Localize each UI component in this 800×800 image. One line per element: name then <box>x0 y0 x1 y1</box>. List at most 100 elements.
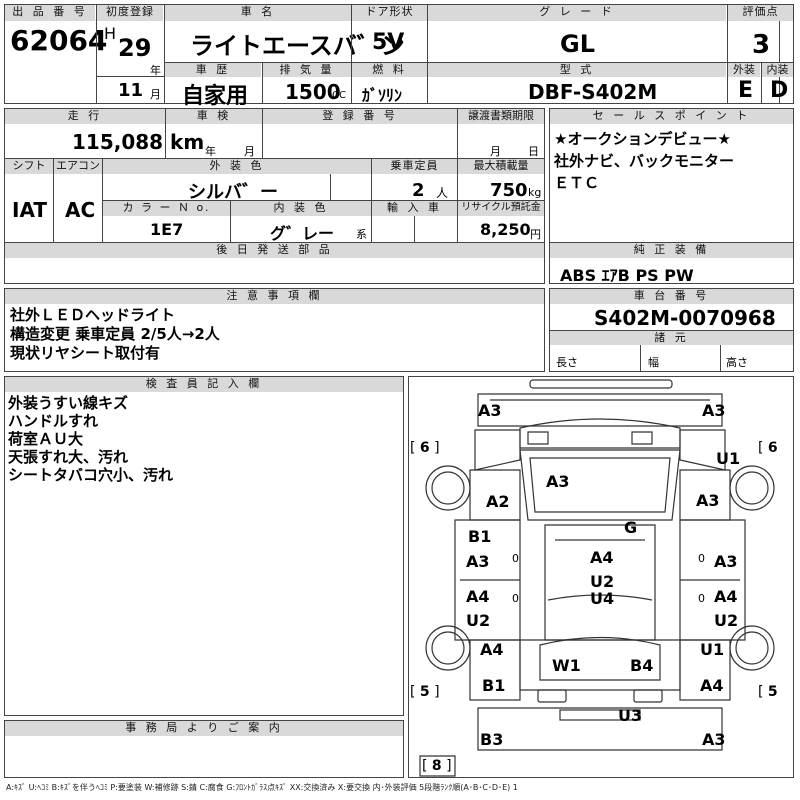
capacity-value: 2 <box>412 180 425 201</box>
color-no-label: カ ラ ー Ｎ o. <box>103 201 230 216</box>
vehicle-info-block <box>4 108 545 284</box>
mileage-label: 走 行 <box>5 109 165 124</box>
inspection-year: 年 <box>205 145 216 158</box>
reg-month: 11 <box>118 80 144 101</box>
spec-width: 幅 <box>648 356 659 369</box>
damage-code: U2 <box>590 572 615 591</box>
model-value: DBF-S402M <box>528 80 658 104</box>
inspector-line: 天張すれ大、汚れ <box>8 448 129 466</box>
spec-length: 長さ <box>556 356 578 369</box>
notes-block <box>4 288 545 372</box>
interior-value: D <box>770 78 789 103</box>
chassis-label: 車 台 番 号 <box>550 289 793 304</box>
inspector-line: 外装うすい線キズ <box>8 394 129 412</box>
exterior-value: E <box>738 78 754 103</box>
doc-day: 日 <box>528 145 539 158</box>
lot-label: 出 品 番 号 <box>5 5 95 21</box>
tire-fr-value: 6 <box>767 440 778 456</box>
int-color-label: 内 装 色 <box>231 201 371 216</box>
ext-color-label: 外 装 色 <box>103 159 371 174</box>
max-load-value: 750 <box>490 180 528 201</box>
inspector-line: 荷室ＡＵ大 <box>8 430 84 448</box>
inspection-label: 車 検 <box>166 109 262 124</box>
damage-code: U2 <box>466 611 491 630</box>
damage-code: U1 <box>700 640 725 659</box>
office-label: 事 務 局 よ り ご 案 内 <box>5 721 403 736</box>
damage-code: W1 <box>552 656 581 675</box>
notes-text: 社外ＬＥＤヘッドライト 構造変更 乗車定員 2/5人→2人 現状リヤシート取付有 <box>10 306 220 363</box>
damage-code: B1 <box>468 527 492 546</box>
recycle-label: リサイクル預託金 <box>458 201 544 216</box>
model-label: 型 式 <box>428 63 726 77</box>
damage-code: A4 <box>700 676 724 695</box>
history-value: 自家用 <box>182 84 249 109</box>
spare-tire-value: 8 <box>431 758 442 774</box>
damage-code: A4 <box>590 548 614 567</box>
tire-rl-value: 5 <box>419 684 430 700</box>
office-block <box>4 720 404 778</box>
doc-deadline-label: 譲渡書類期限 <box>458 109 544 124</box>
reg-year: 29 <box>118 34 152 62</box>
equipment-label: 純 正 装 備 <box>550 243 793 258</box>
displacement-value: 1500 <box>285 80 341 104</box>
fuel-label: 燃 料 <box>352 63 427 77</box>
damage-code: A3 <box>696 491 720 510</box>
damage-code: G <box>624 518 638 537</box>
reg-no-label: 登 録 番 号 <box>263 109 457 124</box>
sales-points-label: セ ー ル ス ポ イ ン ト <box>550 109 793 124</box>
damage-code: A3 <box>546 472 570 491</box>
int-color-suffix: 系 <box>356 228 367 241</box>
notes-label: 注 意 事 項 欄 <box>5 289 544 304</box>
spec-label: 諸 元 <box>550 331 793 345</box>
car-name-label: 車 名 <box>165 5 351 21</box>
damage-code: U3 <box>618 706 643 725</box>
max-load-label: 最大積載量 <box>458 159 544 174</box>
damage-code: B1 <box>482 676 506 695</box>
grade-label: グ レ ー ド <box>428 5 726 21</box>
damage-code: A3 <box>714 552 738 571</box>
sales-point-line: ＥＴＣ <box>554 174 600 192</box>
score-label: 評価点 <box>728 5 793 21</box>
interior-label: 内装 <box>762 63 793 77</box>
damage-code: A3 <box>702 401 726 420</box>
ext-color-value: シルバ゛ー <box>188 182 278 203</box>
inspector-line: シートタバコ穴小、汚れ <box>8 466 174 484</box>
year-unit: 年 <box>150 64 161 77</box>
tire-rr-bracket: [ 5 <box>758 684 778 700</box>
damage-code: A3 <box>478 401 502 420</box>
spec-height: 高さ <box>726 356 748 369</box>
score-block <box>727 4 794 104</box>
damage-code: A4 <box>466 587 490 606</box>
note-line: 現状リヤシート取付有 <box>10 344 161 362</box>
spare-tire-bracket: [ 8 ] <box>422 758 452 774</box>
shift-label: シフト <box>5 159 53 174</box>
fuel-value: ｶﾞｿﾘﾝ <box>362 86 403 105</box>
damage-code: A3 <box>702 730 726 749</box>
inspection-month: 月 <box>244 145 255 158</box>
tire-fl-value: 6 <box>419 440 430 456</box>
recycle-unit: 円 <box>530 228 541 241</box>
legend-text: A:ｷｽﾞ U:ﾍｺﾐ B:ｷｽﾞを伴うﾍｺﾐ P:要塗装 W:補修跡 S:錆 … <box>6 783 518 792</box>
first-reg-label: 初度登録 <box>97 5 163 21</box>
capacity-label: 乗車定員 <box>372 159 457 174</box>
tire-rr-value: 5 <box>767 684 778 700</box>
doc-month: 月 <box>490 145 501 158</box>
import-label: 輸 入 車 <box>372 201 457 216</box>
inspector-text: 外装うすい線キズ ハンドルすれ 荷室ＡＵ大 天張すれ大、汚れ シートタバコ穴小、… <box>8 394 173 484</box>
header-block <box>4 4 780 104</box>
shift-value: IAT <box>12 198 48 222</box>
sales-points-text: ★オークションデビュー★ 社外ナビ、バックモニター ＥＴＣ <box>554 128 734 194</box>
small-marker: 0 <box>698 592 705 605</box>
note-line: 構造変更 乗車定員 2/5人→2人 <box>10 325 220 343</box>
damage-code: B3 <box>480 730 504 749</box>
recycle-value: 8,250 <box>480 220 531 239</box>
sales-point-line: 社外ナビ、バックモニター <box>554 152 735 170</box>
small-marker: 0 <box>698 552 705 565</box>
damage-code: A3 <box>466 552 490 571</box>
car-diagram-outline <box>419 379 775 777</box>
ac-value: AC <box>65 198 96 222</box>
later-parts-label: 後 日 発 送 部 品 <box>5 243 544 258</box>
grade-value: GL <box>560 30 595 58</box>
chassis-value: S402M-0070968 <box>594 306 776 330</box>
equipment-value: ABS ｴｱB PS PW <box>560 266 694 285</box>
